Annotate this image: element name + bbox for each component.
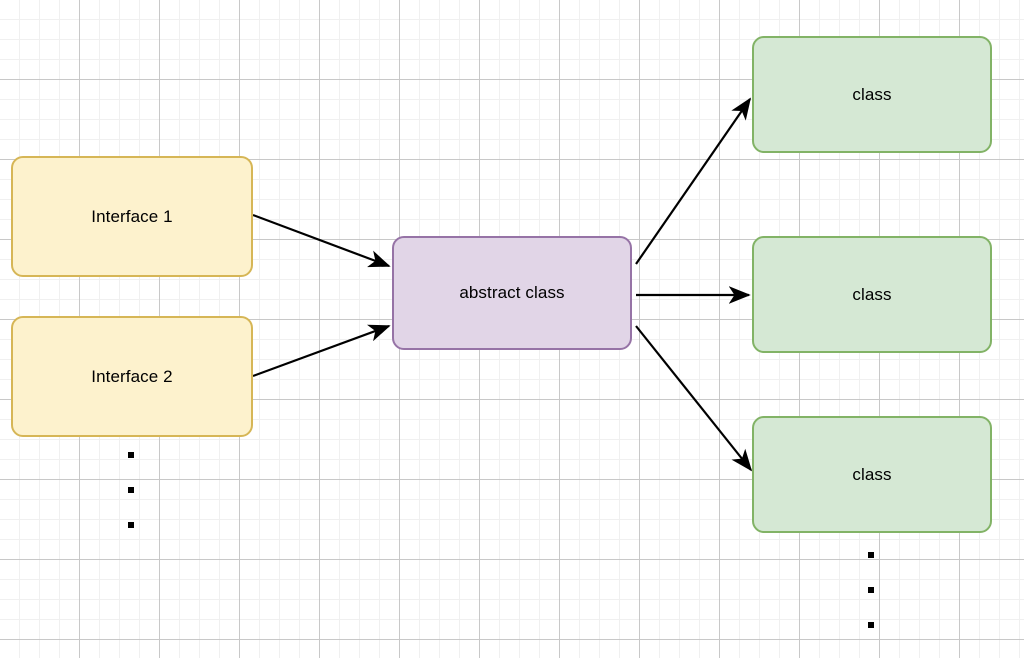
node-class-3[interactable]: class [752,416,992,533]
node-label-class-2: class [852,284,892,304]
edge-abstract-to-class3[interactable] [635,325,753,472]
node-abstract-class[interactable]: abstract class [392,236,632,350]
edge-interface2-to-abstract[interactable] [252,324,391,378]
node-label-class-1: class [852,84,892,104]
ellipsis-dot [128,452,134,458]
node-class-2[interactable]: class [752,236,992,353]
node-label-interface-2: Interface 2 [91,366,173,386]
ellipsis-dot [868,552,874,558]
node-class-1[interactable]: class [752,36,992,153]
ellipsis-classes [868,552,874,628]
ellipsis-dot [868,587,874,593]
ellipsis-dot [128,522,134,528]
ellipsis-dot [868,622,874,628]
edge-interface1-to-abstract[interactable] [252,213,391,268]
node-interface-1[interactable]: Interface 1 [11,156,253,277]
node-label-abstract-class: abstract class [459,283,565,302]
node-interface-2[interactable]: Interface 2 [11,316,253,437]
node-label-interface-1: Interface 1 [91,206,173,226]
node-label-class-3: class [852,464,892,484]
ellipsis-interfaces [128,452,134,528]
edge-abstract-to-class1[interactable] [635,97,752,265]
ellipsis-dot [128,487,134,493]
